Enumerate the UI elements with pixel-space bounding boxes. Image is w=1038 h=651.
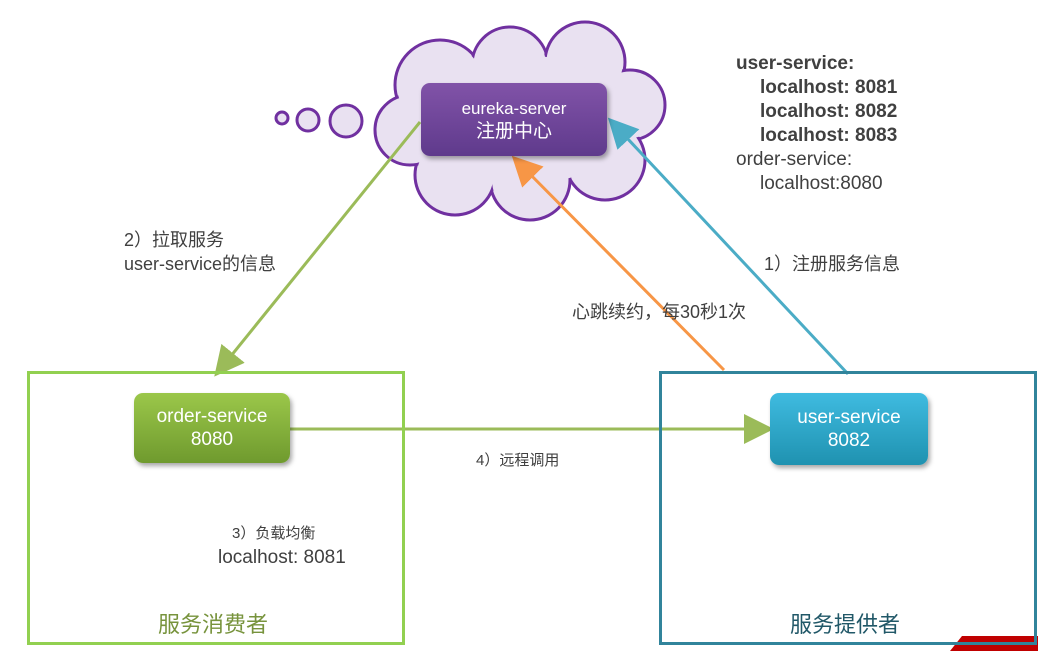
register-label: 1）注册服务信息 [764, 254, 901, 274]
pull-label: 2）拉取服务 user-service的信息 [124, 228, 276, 276]
heartbeat-label: 心跳续约，每30秒1次 [572, 302, 747, 322]
register-arrow [607, 117, 850, 376]
eureka-label: 注册中心 [475, 120, 552, 142]
registry-list: user-service: localhost: 8081 localhost:… [736, 52, 897, 196]
registry-line: localhost: 8083 [760, 125, 898, 146]
consumer-group-label: 服务消费者 [158, 612, 269, 637]
remote-call-label: 4）远程调用 [476, 452, 560, 469]
heartbeat-arrow [511, 155, 726, 372]
load-balance-label: 3）负载均衡 localhost: 8081 [218, 522, 346, 570]
load-balance-line1: 3）负载均衡 [232, 525, 316, 542]
eureka-name: eureka-server [461, 98, 567, 118]
registry-line: localhost:8080 [760, 173, 883, 194]
pull-label-line1: 2）拉取服务 [124, 230, 225, 250]
user-service-port: 8082 [827, 430, 871, 451]
user-service-name: user-service [797, 407, 901, 428]
registry-line: localhost: 8081 [760, 77, 898, 98]
registry-line: user-service: [736, 53, 855, 74]
user-service-node[interactable]: user-service 8082 [770, 393, 928, 465]
order-service-port: 8080 [190, 429, 234, 450]
provider-group [659, 371, 1037, 645]
provider-group-label: 服务提供者 [790, 612, 901, 637]
registry-line: order-service: [736, 149, 853, 170]
pull-arrow [214, 121, 422, 377]
load-balance-line2: localhost: 8081 [218, 547, 346, 568]
order-service-name: order-service [156, 406, 268, 427]
order-service-node[interactable]: order-service 8080 [134, 393, 290, 463]
consumer-group [27, 371, 405, 645]
registry-line: localhost: 8082 [760, 101, 898, 122]
eureka-server-node[interactable]: eureka-server 注册中心 [421, 83, 607, 156]
pull-label-line2: user-service的信息 [124, 254, 277, 274]
